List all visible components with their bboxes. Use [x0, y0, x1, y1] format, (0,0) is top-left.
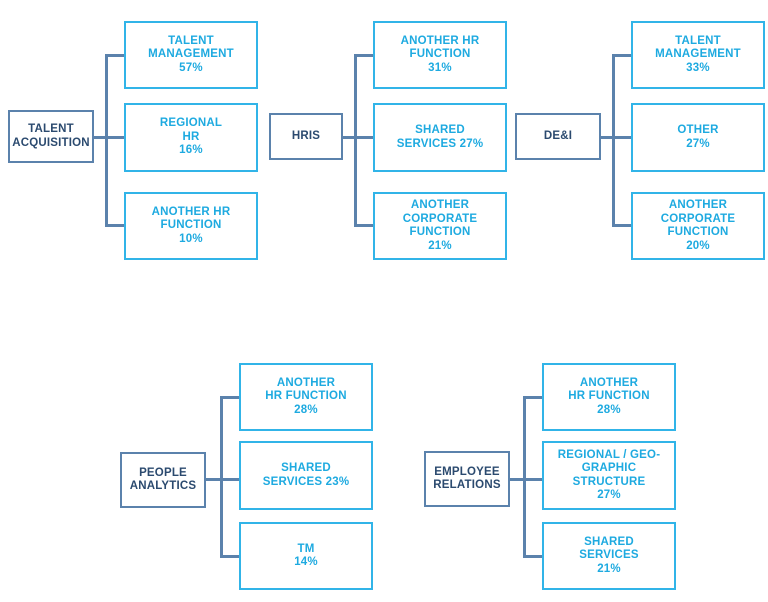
connector-trunk [523, 396, 526, 558]
connector-trunk [105, 54, 108, 227]
node-label: HRIS [291, 129, 321, 142]
connector-branch-3 [220, 555, 241, 558]
connector-branch-2 [600, 136, 633, 139]
node-hris[interactable]: HRIS [269, 113, 343, 160]
connector-branch-3 [523, 555, 544, 558]
connector-branch-2 [205, 478, 241, 481]
connector-branch-3 [354, 224, 375, 227]
node-label: DE&I [543, 129, 573, 142]
connector-branch-1 [220, 396, 241, 399]
connector-branch-3 [612, 224, 633, 227]
connector-trunk [612, 54, 615, 227]
connector-branch-2 [342, 136, 375, 139]
connector-branch-1 [105, 54, 126, 57]
connector-branch-2 [509, 478, 544, 481]
connector-branch-1 [523, 396, 544, 399]
connector-trunk [220, 396, 223, 558]
connector-branch-1 [612, 54, 633, 57]
node-dei[interactable]: DE&I [515, 113, 601, 160]
connector-branch-3 [105, 224, 126, 227]
connector-branch-1 [354, 54, 375, 57]
connector-branch-2 [93, 136, 126, 139]
connector-trunk [354, 54, 357, 227]
